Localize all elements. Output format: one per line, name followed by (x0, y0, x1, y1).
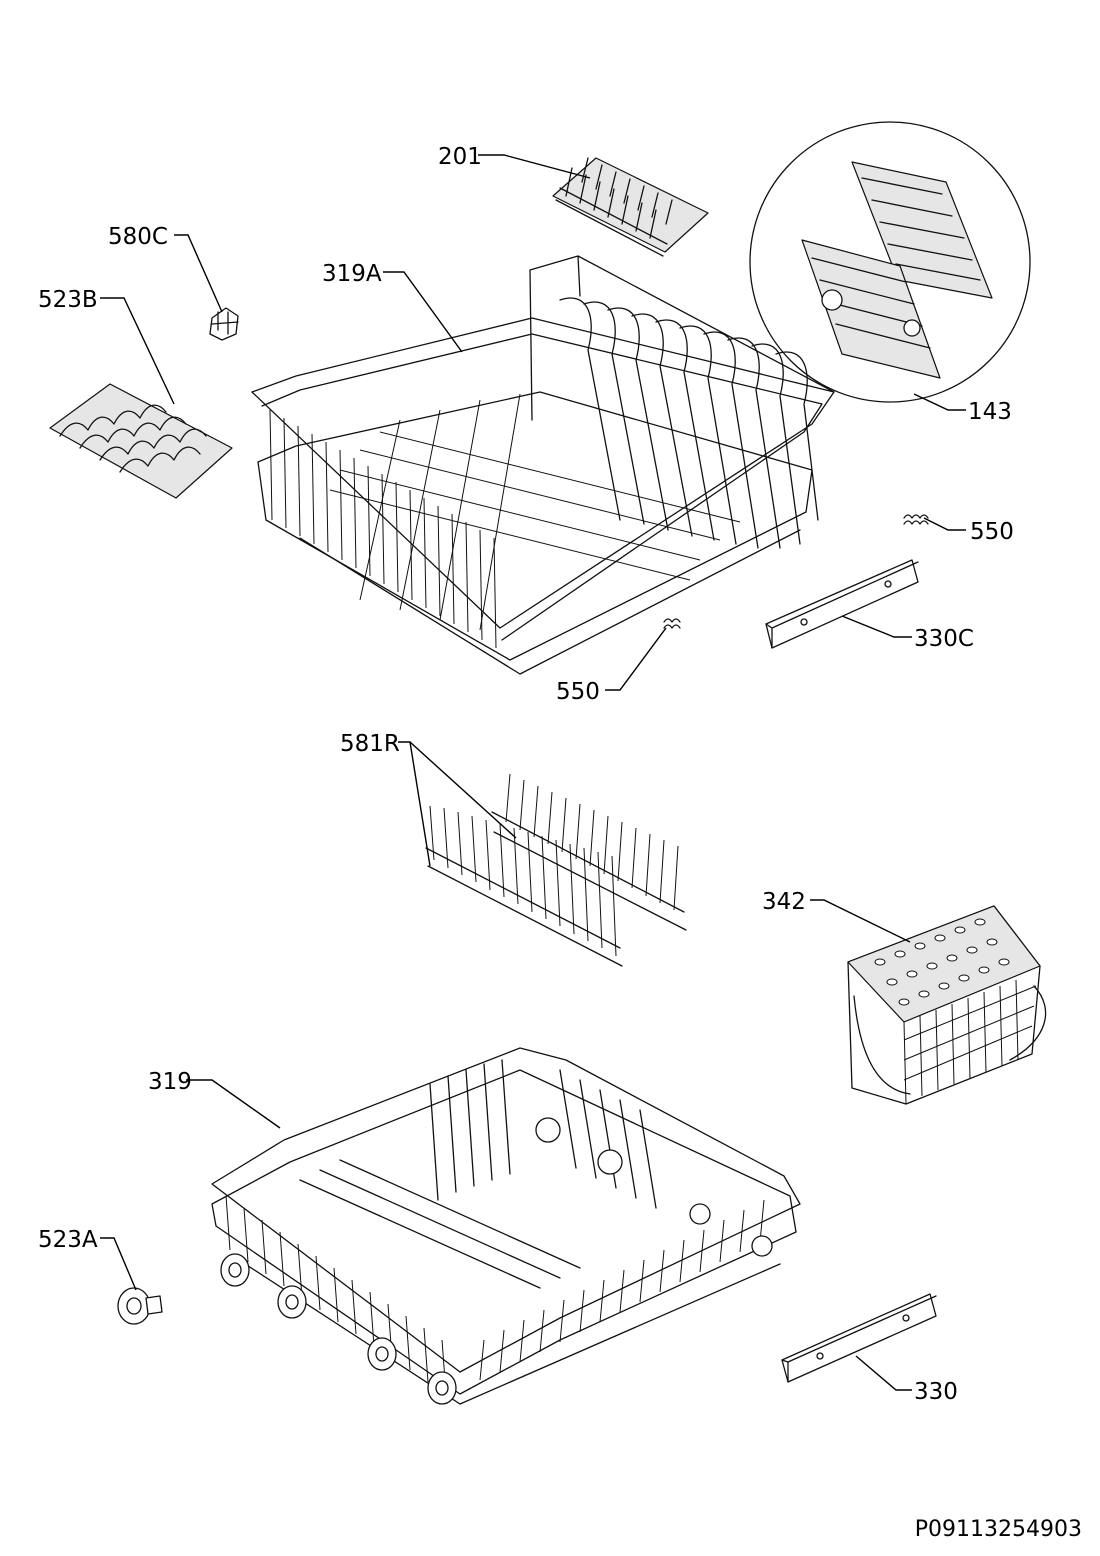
label-330C: 330C (914, 626, 974, 652)
label-342: 342 (762, 889, 806, 915)
upper-basket-icon (251, 255, 835, 675)
detail-callout-icon (749, 121, 1031, 403)
label-143: 143 (968, 399, 1012, 425)
wheel-icon (220, 1253, 250, 1287)
cup-rack-icon (49, 383, 233, 499)
wheel-icon (427, 1371, 457, 1405)
label-523B: 523B (38, 287, 98, 313)
label-523A: 523A (38, 1227, 98, 1253)
wheel-icon (117, 1287, 163, 1325)
label-580C: 580C (108, 224, 168, 250)
label-201: 201 (438, 144, 482, 170)
clip-icon (209, 307, 239, 341)
wheel-icon (277, 1285, 307, 1319)
label-550-lower: 550 (556, 679, 600, 705)
label-319: 319 (148, 1069, 192, 1095)
leader-lines (100, 154, 966, 1391)
spring-icon (663, 618, 681, 629)
label-330: 330 (914, 1379, 958, 1405)
plate-rack-icon (425, 805, 623, 967)
spring-icon (903, 514, 929, 525)
rail-icon (781, 1293, 937, 1383)
wheel-icon (367, 1337, 397, 1371)
label-319A: 319A (322, 261, 382, 287)
plate-rack-icon (491, 773, 687, 931)
cup-rack-icon (552, 157, 709, 257)
lower-basket-icon (211, 1047, 801, 1405)
cutlery-basket-icon (847, 905, 1047, 1105)
label-581R: 581R (340, 731, 400, 757)
label-550-upper: 550 (970, 519, 1014, 545)
document-code: P09113254903 (915, 1517, 1082, 1542)
rail-icon (765, 559, 919, 649)
